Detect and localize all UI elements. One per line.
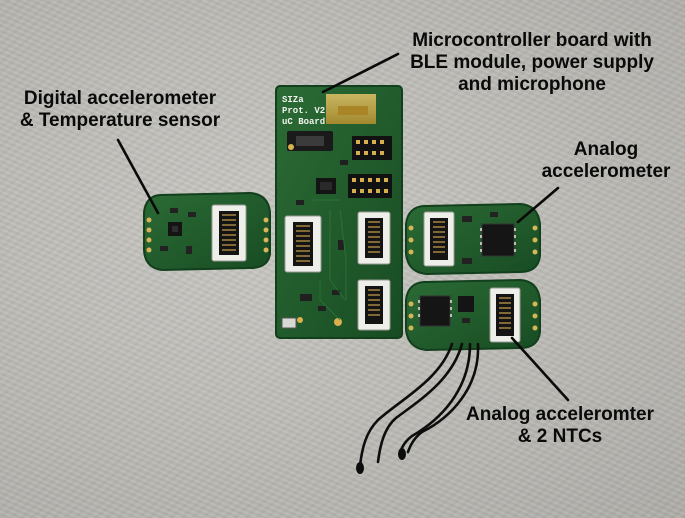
connector-right-bottom xyxy=(357,279,391,331)
pointer-analog xyxy=(516,186,560,224)
pointer-analog-ntc xyxy=(510,336,570,402)
microphone xyxy=(281,317,297,329)
ntc-sensor-2 xyxy=(398,448,406,460)
silkscreen-line2: Prot. V2 xyxy=(282,106,325,116)
pointer-mcu xyxy=(321,52,400,94)
analog-board-connector xyxy=(423,211,455,267)
microcontroller-board: SIZa Prot. V2 uC Board xyxy=(275,85,403,339)
label-digital-text: Digital accelerometer & Temperature sens… xyxy=(19,88,221,131)
label-digital-accelerometer: Digital accelerometer & Temperature sens… xyxy=(4,88,236,132)
digital-accelerometer-board xyxy=(143,191,271,272)
pin-header-bottom xyxy=(348,174,392,198)
analog-accelerometer-board xyxy=(405,202,541,276)
connector-right-top xyxy=(357,211,391,265)
ntc-board-connector xyxy=(489,287,521,343)
analog-ntc-board xyxy=(405,278,541,352)
pointer-lines xyxy=(116,52,570,402)
ntc-wires xyxy=(358,342,480,468)
label-analog-accelerometer: Analog accelerometer xyxy=(528,139,684,183)
label-analog-accelerometer-ntc: Analog acceleromter & 2 NTCs xyxy=(455,404,665,448)
pointer-digital xyxy=(116,138,160,215)
pin-header-top xyxy=(352,136,392,160)
label-analog-text: Analog accelerometer xyxy=(541,139,671,182)
analog-accel-chip xyxy=(481,223,515,257)
digital-board-connector xyxy=(211,204,247,262)
ntc-sensor-1 xyxy=(356,462,364,474)
silkscreen-line1: SIZa xyxy=(282,95,304,105)
label-analog-ntc-text: Analog acceleromter & 2 NTCs xyxy=(466,404,654,447)
silkscreen-line3: uC Board xyxy=(282,117,325,127)
label-mcu-text: Microcontroller board with BLE module, p… xyxy=(410,30,654,95)
label-microcontroller-board: Microcontroller board with BLE module, p… xyxy=(398,30,666,96)
connector-left xyxy=(284,215,322,273)
ntc-board-chip xyxy=(419,295,451,327)
